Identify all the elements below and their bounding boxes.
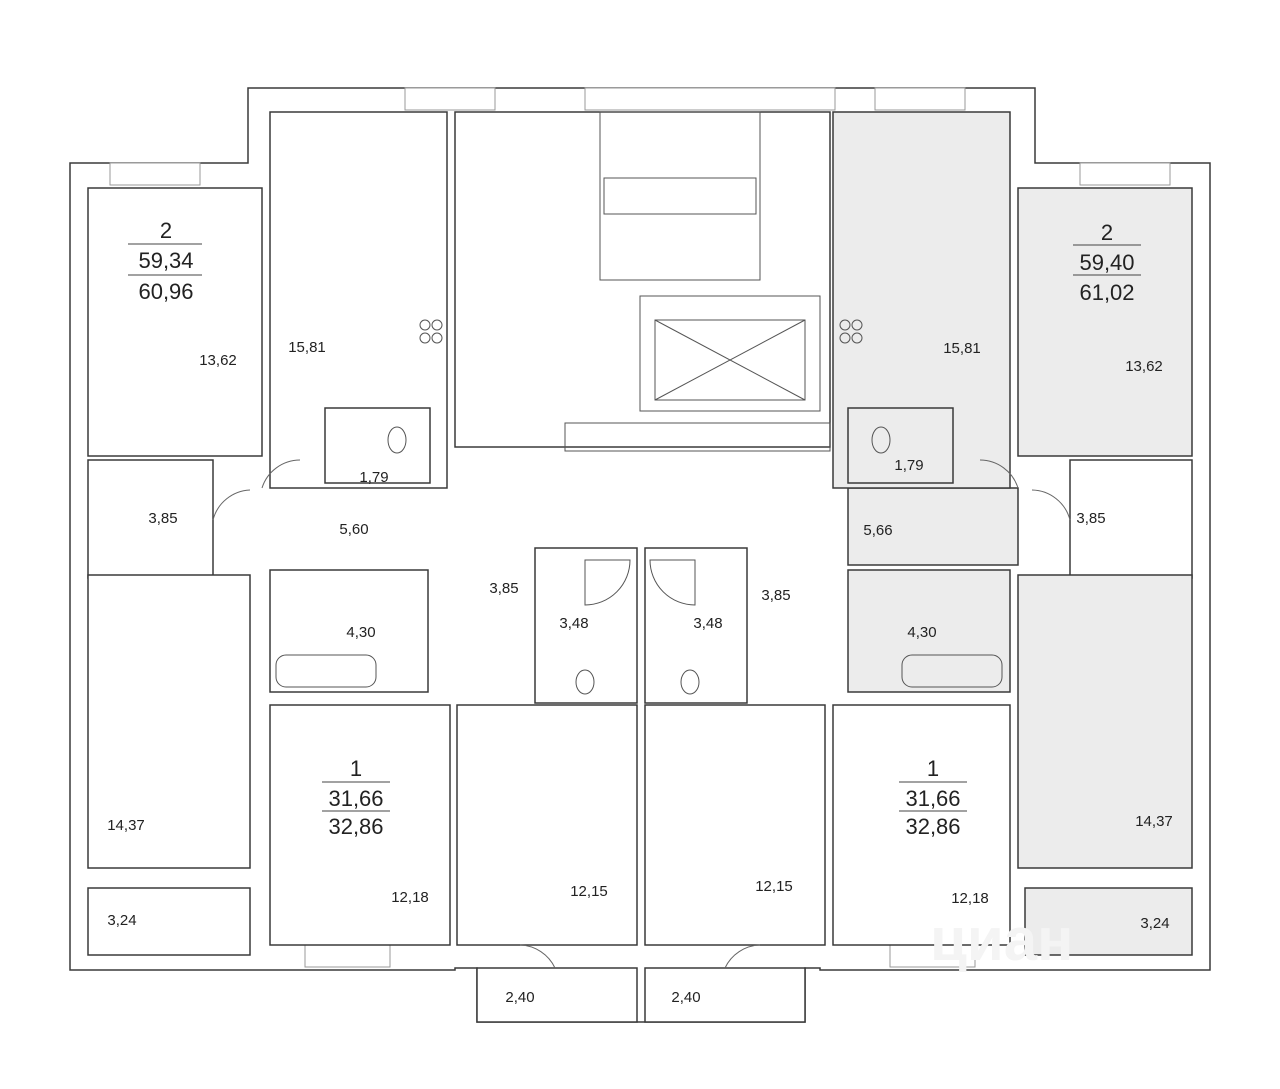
svg-text:61,02: 61,02 [1079,280,1134,305]
window [109,162,201,186]
svg-text:12,15: 12,15 [570,883,608,900]
stove-icon [419,319,863,344]
window [874,87,966,111]
apartment-label-right-1room: 1 31,66 32,86 [899,756,967,839]
svg-text:15,81: 15,81 [943,340,981,357]
svg-text:14,37: 14,37 [1135,813,1173,830]
svg-text:2: 2 [1101,220,1113,245]
room-wardrobe-right [1069,459,1193,579]
balcony-studio-2 [644,967,806,1023]
room-studio-1 [456,704,638,946]
svg-text:31,66: 31,66 [328,786,383,811]
svg-text:1: 1 [927,756,939,781]
room-balcony-right [1024,887,1193,956]
room-wardrobe-left [87,459,214,579]
room-wc-left [324,407,431,484]
room-bedroom-left-bottom [87,574,251,869]
svg-text:2,40: 2,40 [671,989,700,1006]
window [404,87,496,111]
room-bath-studio-1 [534,547,638,704]
bathtub-left [275,654,377,688]
svg-text:3,85: 3,85 [148,510,177,527]
apartment-label-right-2room: 2 59,40 61,02 [1073,220,1141,305]
svg-text:3,24: 3,24 [107,912,136,929]
svg-text:2,40: 2,40 [505,989,534,1006]
svg-text:4,30: 4,30 [907,624,936,641]
bathtub-right [901,654,1003,688]
shower-icon [584,559,696,606]
window [1079,162,1171,186]
room-balcony-left [87,887,251,956]
apartment-label-left-1room: 1 31,66 32,86 [322,756,390,839]
svg-text:3,85: 3,85 [1076,510,1105,527]
room-bath-right [847,569,1011,693]
stairs [599,111,761,281]
svg-text:3,48: 3,48 [559,615,588,632]
svg-text:1,79: 1,79 [359,469,388,486]
room-bath-left [269,569,429,693]
svg-text:32,86: 32,86 [905,814,960,839]
watermark: циан [930,906,1073,973]
svg-text:13,62: 13,62 [1125,358,1163,375]
svg-text:2: 2 [160,218,172,243]
svg-text:4,30: 4,30 [346,624,375,641]
svg-text:3,85: 3,85 [489,580,518,597]
room-bath-studio-2 [644,547,748,704]
room-bedroom-left-top [87,187,263,457]
svg-text:5,66: 5,66 [863,522,892,539]
svg-text:15,81: 15,81 [288,339,326,356]
window [584,87,836,111]
shaft [564,422,831,452]
svg-text:14,37: 14,37 [107,817,145,834]
room-studio-2 [644,704,826,946]
elevator [639,295,821,412]
svg-text:12,18: 12,18 [951,890,989,907]
svg-text:59,40: 59,40 [1079,250,1134,275]
svg-text:32,86: 32,86 [328,814,383,839]
svg-text:12,18: 12,18 [391,889,429,906]
svg-text:12,15: 12,15 [755,878,793,895]
toilet-icon [387,426,891,695]
room-bedroom-right-top [1017,187,1193,457]
svg-text:13,62: 13,62 [199,352,237,369]
room-living-left-1room [269,704,451,946]
room-living-right-1room [832,704,1011,946]
svg-text:3,24: 3,24 [1140,915,1169,932]
svg-text:1,79: 1,79 [894,457,923,474]
window [304,944,391,968]
room-wc-right [847,407,954,484]
svg-text:5,60: 5,60 [339,521,368,538]
door-arcs [212,459,1071,969]
svg-text:60,96: 60,96 [138,279,193,304]
room-bedroom-right-bottom [1017,574,1193,869]
svg-text:31,66: 31,66 [905,786,960,811]
area-labels: 13,62 15,81 1,79 3,85 5,60 4,30 14,37 3,… [107,339,1173,1006]
svg-text:3,48: 3,48 [693,615,722,632]
svg-text:3,85: 3,85 [761,587,790,604]
svg-text:59,34: 59,34 [138,248,193,273]
balcony-studio-1 [476,967,638,1023]
svg-text:1: 1 [350,756,362,781]
apartment-label-left-2room: 2 59,34 60,96 [128,218,202,304]
